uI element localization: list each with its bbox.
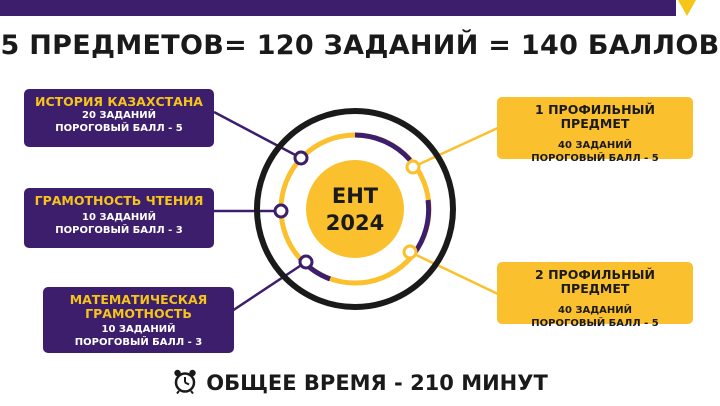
subject-box-reading: ГРАМОТНОСТЬ ЧТЕНИЯ 10 ЗАДАНИЙ ПОРОГОВЫЙ … (24, 188, 214, 248)
subject-box-profile-1: 1 ПРОФИЛЬНЫЙ ПРЕДМЕТ 40 ЗАДАНИЙ ПОРОГОВЫ… (497, 97, 693, 164)
subject-title: 2 ПРОФИЛЬНЫЙ ПРЕДМЕТ (535, 267, 655, 296)
alarm-clock-icon (172, 368, 198, 399)
subject-threshold: ПОРОГОВЫЙ БАЛЛ - 5 (55, 123, 183, 134)
page-title: 5 ПРЕДМЕТОВ= 120 ЗАДАНИЙ = 140 БАЛЛОВ (0, 30, 720, 61)
subject-threshold: ПОРОГОВЫЙ БАЛЛ - 5 (531, 318, 659, 329)
subject-tasks: 40 ЗАДАНИЙ (558, 305, 632, 316)
total-time-text: ОБЩЕЕ ВРЕМЯ - 210 МИНУТ (206, 371, 548, 395)
center-label-line2: 2024 (326, 211, 384, 235)
subject-threshold: ПОРОГОВЫЙ БАЛЛ - 3 (74, 337, 203, 348)
dot-profile-2 (402, 244, 418, 260)
subject-box-math: МАТЕМАТИЧЕСКАЯ ГРАМОТНОСТЬ 10 ЗАДАНИЙ ПО… (43, 287, 234, 353)
subject-box-history: ИСТОРИЯ КАЗАХСТАНА 20 ЗАДАНИЙ ПОРОГОВЫЙ … (24, 89, 214, 147)
subject-tasks: 10 ЗАДАНИЙ (82, 212, 156, 223)
center-disk (306, 160, 404, 258)
subject-title: 1 ПРОФИЛЬНЫЙ ПРЕДМЕТ (535, 102, 655, 131)
outer-ring (254, 108, 456, 310)
subject-tasks: 20 ЗАДАНИЙ (82, 110, 156, 121)
connector-math (231, 260, 307, 313)
corner-triangle-decoration (678, 0, 696, 16)
center-label-line1: ЕНТ (332, 184, 379, 208)
connector-profile-1 (412, 125, 501, 169)
dot-math (298, 254, 314, 270)
dot-reading (273, 203, 289, 219)
middle-ring-purple-arc-top (354, 132, 412, 162)
total-time-footer: ОБЩЕЕ ВРЕМЯ - 210 МИНУТ (0, 368, 720, 399)
subject-title-line1: МАТЕМАТИЧЕСКАЯ (69, 292, 208, 307)
connector-history (213, 110, 302, 160)
subject-tasks: 40 ЗАДАНИЙ (558, 140, 632, 151)
subject-title: ГРАМОТНОСТЬ ЧТЕНИЯ (34, 193, 204, 208)
dot-history (293, 150, 309, 166)
connector-profile-2 (409, 250, 501, 297)
subject-threshold: ПОРОГОВЫЙ БАЛЛ - 5 (531, 153, 659, 164)
dot-profile-1 (405, 159, 421, 175)
top-banner-bar (0, 0, 676, 16)
subject-box-profile-2: 2 ПРОФИЛЬНЫЙ ПРЕДМЕТ 40 ЗАДАНИЙ ПОРОГОВЫ… (497, 262, 693, 329)
subject-title-line2: ГРАМОТНОСТЬ (85, 306, 192, 321)
subject-threshold: ПОРОГОВЫЙ БАЛЛ - 3 (55, 225, 183, 236)
subject-tasks: 10 ЗАДАНИЙ (101, 324, 176, 335)
subject-title: ИСТОРИЯ КАЗАХСТАНА (35, 94, 203, 109)
